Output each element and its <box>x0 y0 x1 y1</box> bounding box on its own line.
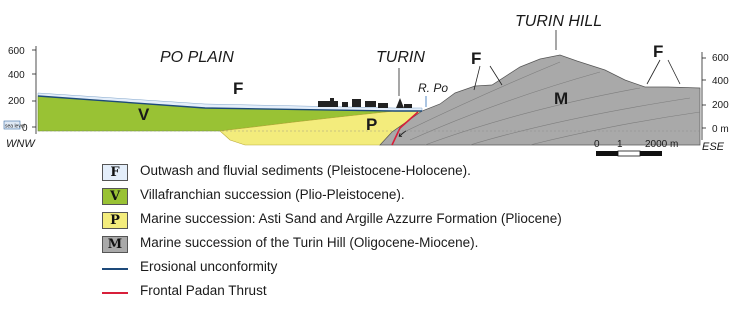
sea-level-label: sea level <box>5 124 25 130</box>
legend-item-p: P Marine succession: Asti Sand and Argil… <box>102 209 742 233</box>
legend-text-p: Marine succession: Asti Sand and Argille… <box>140 211 562 226</box>
right-tick-0: 0 m <box>712 124 729 135</box>
section-letter-f-right: F <box>653 42 663 61</box>
wnw-label: WNW <box>6 138 36 150</box>
left-tick-600: 600 <box>8 46 25 57</box>
legend-text-v: Villafranchian succession (Plio-Pleistoc… <box>140 187 405 202</box>
legend-swatch-p: P <box>102 212 128 229</box>
left-tick-200: 200 <box>8 96 25 107</box>
legend-text-thrust: Frontal Padan Thrust <box>140 283 267 298</box>
scale-label-2000: 2000 m <box>645 139 678 150</box>
legend-text-m: Marine succession of the Turin Hill (Oli… <box>140 235 478 250</box>
po-plain-label: PO PLAIN <box>160 49 234 66</box>
legend-item-unconformity: Erosional unconformity <box>102 257 742 281</box>
right-tick-200: 200 <box>712 100 729 111</box>
section-letter-p: P <box>366 115 377 134</box>
legend-line-thrust <box>102 292 128 294</box>
section-letter-f-mid: F <box>471 49 481 68</box>
geologic-cross-section: ↙ 600 400 200 0 sea level 600 400 200 0 … <box>0 0 745 160</box>
section-letter-m: M <box>554 89 568 108</box>
ese-label: ESE <box>702 141 725 153</box>
legend-text-unconformity: Erosional unconformity <box>140 259 277 274</box>
r-po-label: R. Po <box>418 81 448 95</box>
legend-swatch-m: M <box>102 236 128 253</box>
unit-m-turin-hill <box>380 55 700 145</box>
section-letter-f-left: F <box>233 79 243 98</box>
legend: F Outwash and fluvial sediments (Pleisto… <box>102 161 742 305</box>
city-silhouette <box>318 98 412 108</box>
right-tick-600: 600 <box>712 53 729 64</box>
turin-label: TURIN <box>376 49 425 66</box>
scale-label-1: 1 <box>617 139 623 150</box>
legend-item-f: F Outwash and fluvial sediments (Pleisto… <box>102 161 742 185</box>
legend-swatch-v: V <box>102 188 128 205</box>
legend-line-unconformity <box>102 268 128 270</box>
scale-label-0: 0 <box>594 139 600 150</box>
turin-hill-label: TURIN HILL <box>515 13 602 30</box>
section-letter-v: V <box>138 105 150 124</box>
legend-swatch-f: F <box>102 164 128 181</box>
right-tick-400: 400 <box>712 76 729 87</box>
legend-item-v: V Villafranchian succession (Plio-Pleist… <box>102 185 742 209</box>
legend-text-f: Outwash and fluvial sediments (Pleistoce… <box>140 163 471 178</box>
thrust-mark: ↙ <box>397 128 407 140</box>
legend-item-thrust: Frontal Padan Thrust <box>102 281 742 305</box>
left-tick-400: 400 <box>8 70 25 81</box>
legend-item-m: M Marine succession of the Turin Hill (O… <box>102 233 742 257</box>
